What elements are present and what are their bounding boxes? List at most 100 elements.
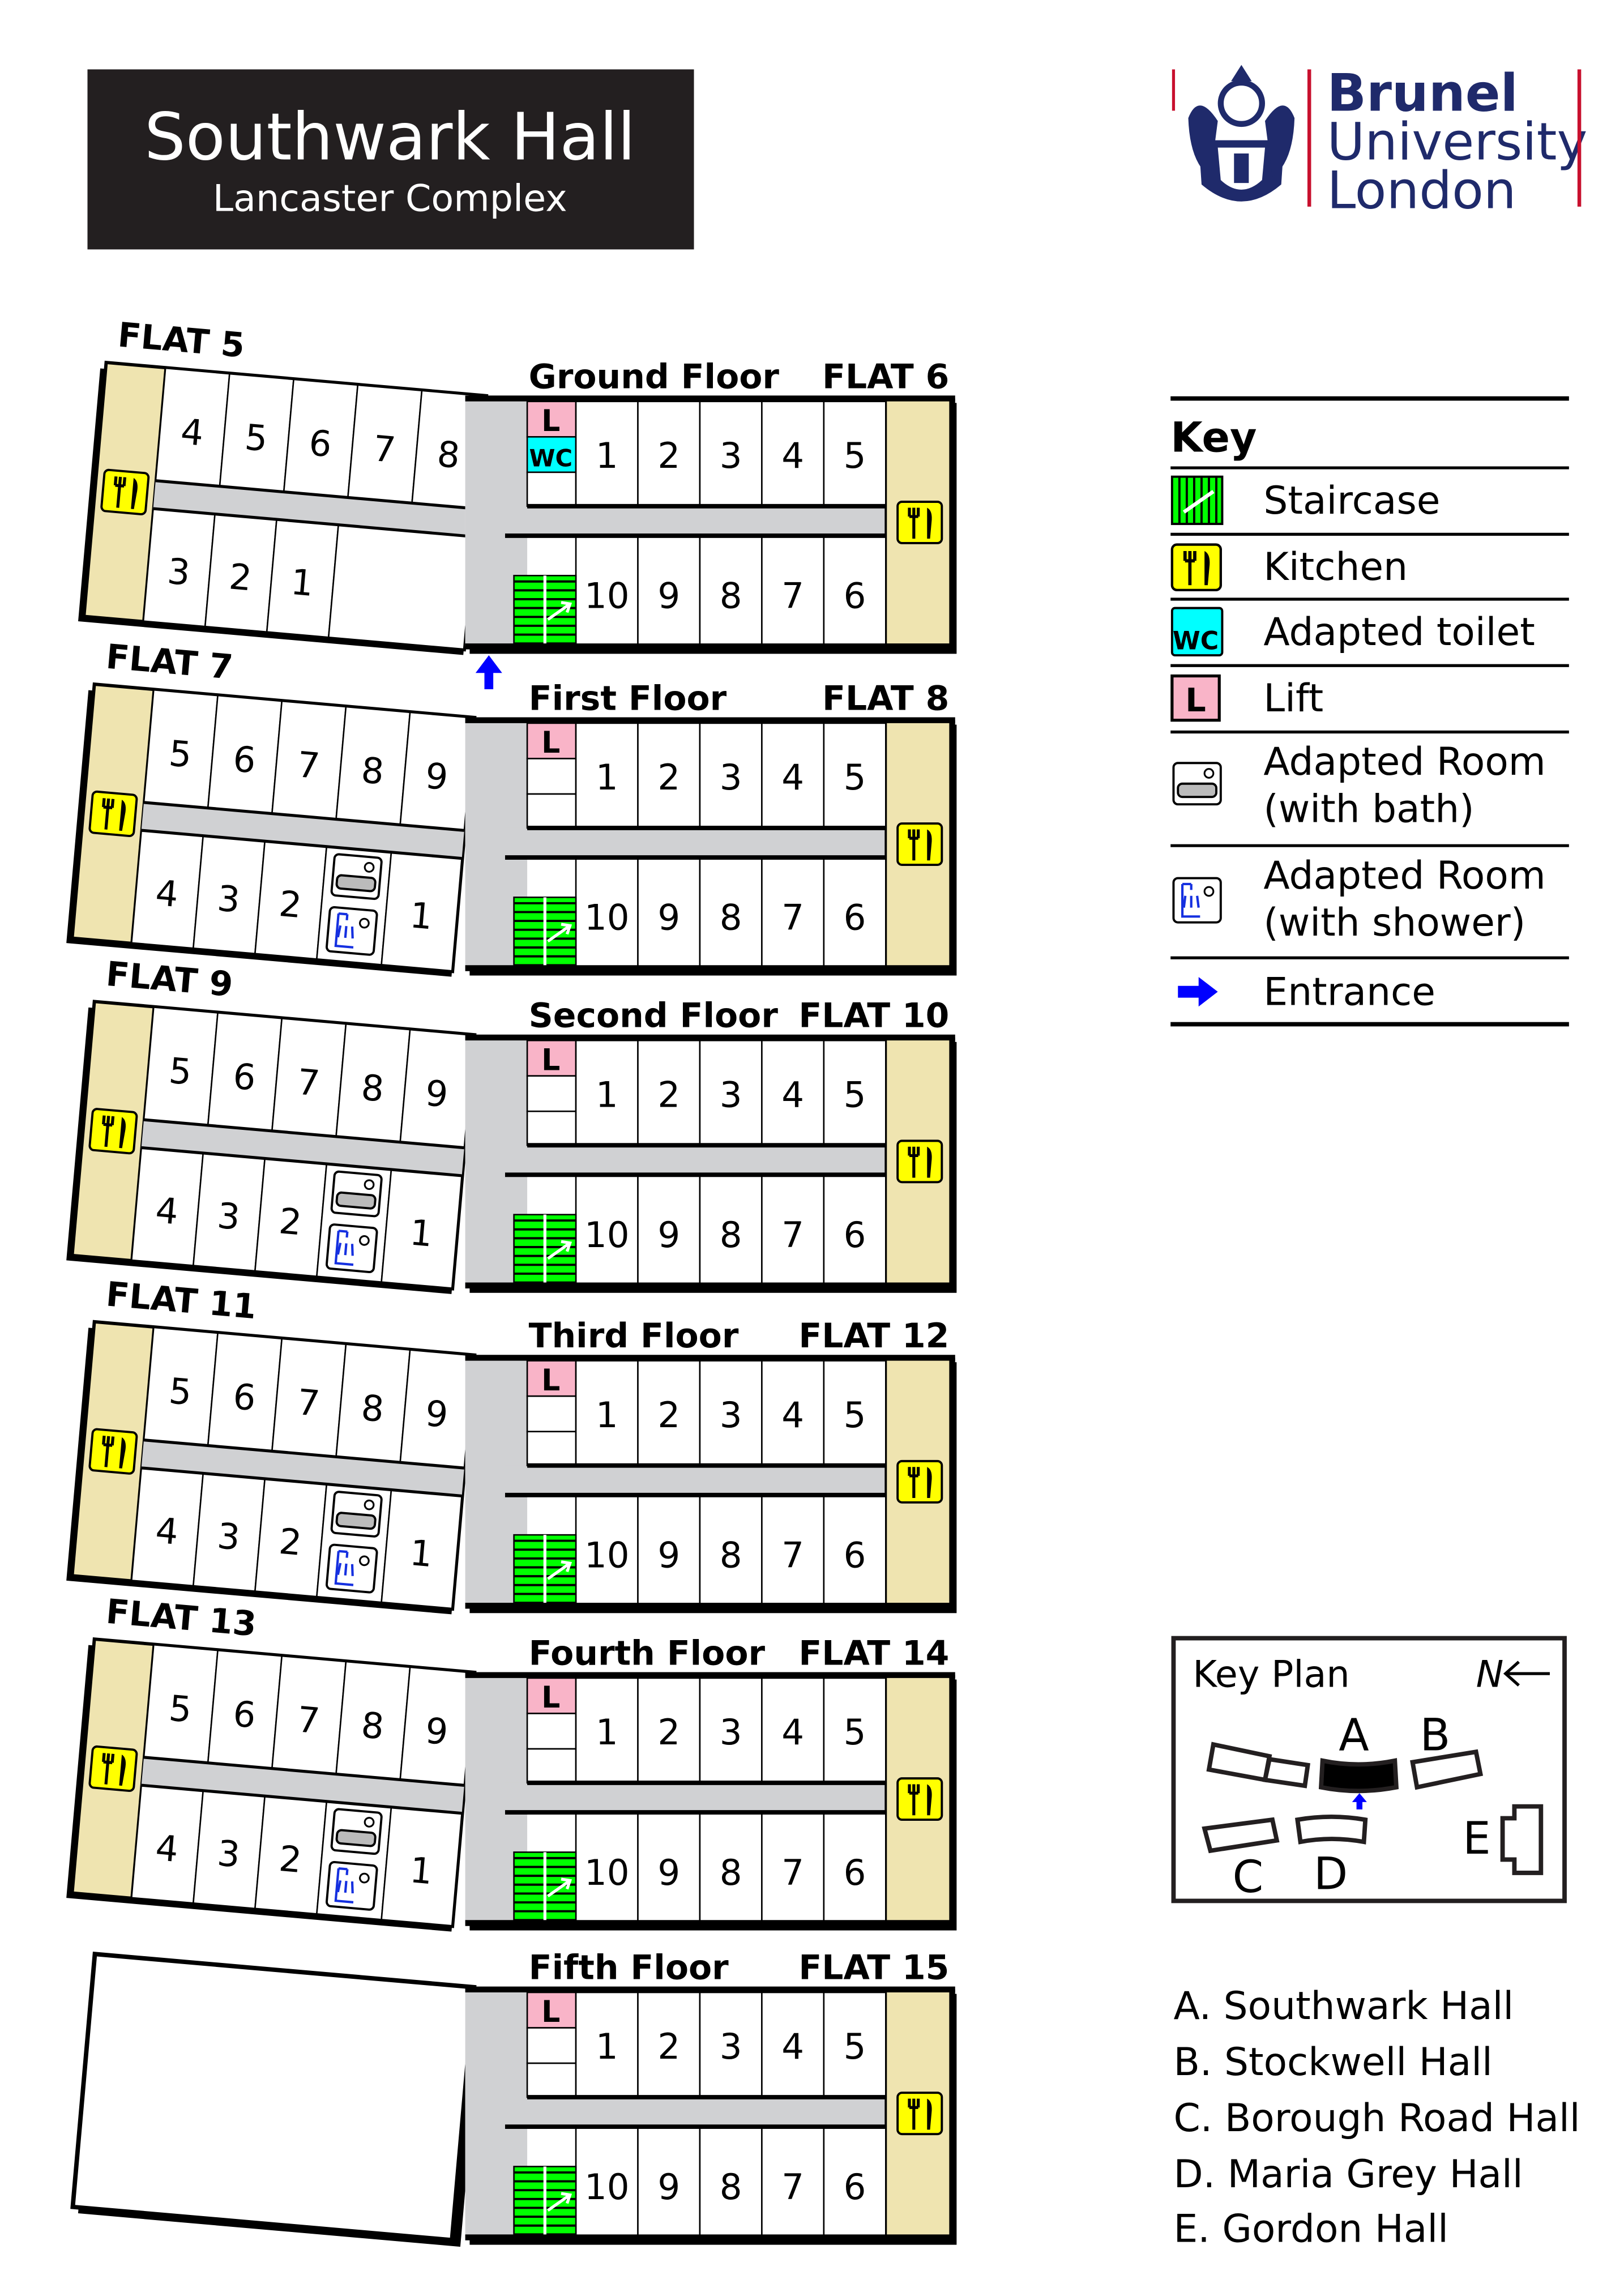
shower-icon <box>1181 882 1200 918</box>
halls-list: A. Southwark Hall B. Stockwell Hall C. B… <box>1173 1983 1580 2251</box>
stair-arrow-icon <box>1182 490 1215 514</box>
bathtub-icon <box>335 874 377 893</box>
flat-label: FLAT 12 <box>798 1316 949 1356</box>
key-plan-letter-c: C <box>1233 1851 1264 1903</box>
building-c-shape <box>1206 1742 1311 1789</box>
kitchen-icon <box>896 1777 943 1821</box>
room-number: 8 <box>720 1214 742 1256</box>
stair-arrow-icon <box>547 601 572 621</box>
room-number: 7 <box>781 575 804 617</box>
key-label: (with bath) <box>1263 786 1474 831</box>
key-icon-adapted-toilet: WC <box>1170 607 1224 656</box>
room-number: 6 <box>232 1376 258 1419</box>
room-number: 4 <box>781 1074 804 1115</box>
fork-icon <box>113 476 127 508</box>
room-number: 7 <box>371 428 398 471</box>
room-number: 4 <box>154 872 180 915</box>
room-number: 9 <box>657 897 680 938</box>
fork-icon <box>102 1435 115 1467</box>
title-banner: Southwark Hall Lancaster Complex <box>87 69 694 250</box>
room-number: 1 <box>596 435 618 476</box>
building-c2-shape <box>1202 1817 1280 1854</box>
room-number: 1 <box>596 1074 618 1115</box>
lift-icon <box>526 1991 577 2029</box>
room-number: 6 <box>232 738 258 781</box>
kitchen-icon <box>896 501 943 544</box>
flat-label: FLAT 11 <box>105 1274 258 1327</box>
key-plan-letter-e: E <box>1463 1813 1490 1864</box>
room <box>575 400 639 507</box>
hall-item: E. Gordon Hall <box>1173 2206 1448 2251</box>
room-number: 6 <box>844 1214 866 1256</box>
kitchen-icon <box>896 1139 943 1184</box>
room-number: 6 <box>232 1693 258 1736</box>
knife-icon <box>927 1467 932 1499</box>
corridor-horizontal <box>505 827 886 858</box>
room-number: 4 <box>781 435 804 476</box>
room <box>761 2125 825 2238</box>
brunel-logo: Brunel University London <box>1172 62 1587 220</box>
room-number: 10 <box>584 897 630 938</box>
room <box>761 1991 825 2098</box>
key-icon-staircase <box>1170 475 1224 526</box>
fork-icon <box>1183 551 1196 586</box>
room-number: 6 <box>844 2166 866 2208</box>
lift-icon <box>526 722 577 759</box>
room <box>699 1494 763 1607</box>
floor-title: Second Floor <box>529 996 779 1036</box>
room <box>823 1811 887 1924</box>
lift-label: L <box>541 1995 560 2029</box>
corridor <box>141 801 465 859</box>
flat-label: FLAT 10 <box>798 996 949 1036</box>
room-number: 5 <box>243 416 270 459</box>
entrance-arrow-icon <box>1178 977 1218 1007</box>
key-icon-adapted-room-shower <box>1172 877 1222 924</box>
flat-label: FLAT 8 <box>822 678 949 718</box>
fork-icon <box>908 1784 920 1816</box>
knife-icon <box>927 1146 932 1178</box>
staircase-icon <box>513 575 577 647</box>
room <box>699 2125 763 2238</box>
wheelchair-icon <box>364 862 375 873</box>
fork-icon <box>908 1146 920 1178</box>
flat-label: FLAT 5 <box>116 315 246 365</box>
room <box>637 1494 701 1607</box>
knife-icon <box>927 2098 932 2130</box>
staircase-icon <box>513 897 577 969</box>
shower-icon <box>334 1867 354 1903</box>
kitchen-icon-bg <box>88 790 138 838</box>
flat-label: FLAT 7 <box>105 637 235 688</box>
wheelchair-icon <box>359 1235 370 1246</box>
key-label: Lift <box>1263 676 1323 720</box>
key-label: Staircase <box>1263 478 1440 523</box>
corridor-horizontal <box>505 2097 886 2127</box>
room-number: 1 <box>408 1532 434 1575</box>
room-number: 7 <box>781 1534 804 1576</box>
room-number: 7 <box>781 1852 804 1893</box>
adapted-room-bath-icon <box>1172 762 1222 806</box>
room-number: 4 <box>781 1711 804 1753</box>
room <box>823 535 887 647</box>
key-label: Kitchen <box>1263 544 1408 589</box>
room <box>699 1360 763 1466</box>
room-number: 1 <box>408 894 434 937</box>
lift-label: L <box>541 1364 560 1398</box>
floor-title: Fifth Floor <box>529 1948 729 1988</box>
adapted-room-shower-icon <box>1172 877 1222 924</box>
floor-title: Fourth Floor <box>529 1633 766 1673</box>
room-number: 2 <box>657 1074 680 1115</box>
room <box>381 1169 463 1289</box>
room <box>761 856 825 969</box>
room <box>575 2125 639 2238</box>
key-label: Adapted toilet <box>1263 609 1535 654</box>
wheelchair-icon <box>364 1499 375 1510</box>
